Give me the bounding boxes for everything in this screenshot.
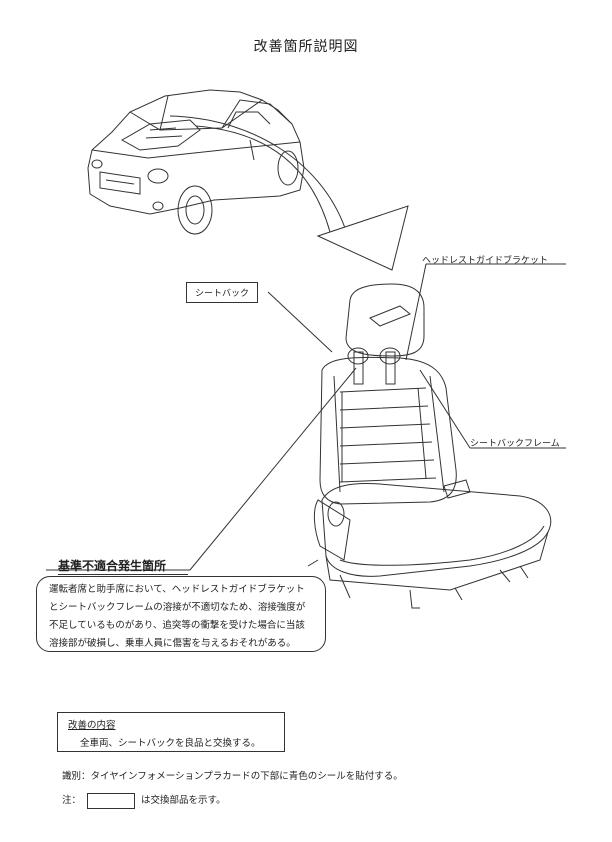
nonconformity-heading: 基準不適合発生箇所 [58,557,189,575]
car-illustration [87,89,305,235]
improvement-heading: 改善の内容 [68,720,116,731]
nonconformity-description: 運転者席と助手席において、ヘッドレストガイドブラケット とシートバックフレームの… [36,576,326,652]
nonconformity-line: 不足しているものがあり、追突等の衝撃を受けた場合に当該 [49,620,305,631]
nonconformity-line: 溶接部が破損し、乗車人員に傷害を与えるおそれがある。 [49,638,296,649]
label-seat-back-frame: シートバックフレーム [470,439,560,449]
seat-back-frame-leader [419,369,566,449]
nonconformity-line: とシートバックフレームの溶接が不適切なため、溶接強度が [49,602,306,613]
nonconformity-line: 運転者席と助手席において、ヘッドレストガイドブラケット [49,584,305,595]
label-headrest-guide-bracket: ヘッドレストガイドブラケット [422,256,549,266]
seat-back-leader [267,291,333,353]
seat-illustration [307,283,552,609]
improvement-body: 全車両、シートバックを良品と交換する。 [80,738,261,749]
page-title: 改善箇所説明図 [253,39,359,55]
label-seat-back: シートバック [186,282,259,303]
note-prefix: 注： [62,795,82,806]
nonconformity-leader [189,367,357,571]
note-line: 注： は交換部品を示す。 [62,792,226,809]
replacement-part-swatch [87,792,136,809]
headrest-bracket-leader [405,263,566,361]
note-suffix: は交換部品を示す。 [141,795,226,806]
improvement-box: 改善の内容 全車両、シートバックを良品と交換する。 [57,712,285,752]
pointing-arrow [169,115,409,271]
identification-text: 識別：タイヤインフォメーションプラカードの下部に青色のシールを貼付する。 [62,771,403,782]
